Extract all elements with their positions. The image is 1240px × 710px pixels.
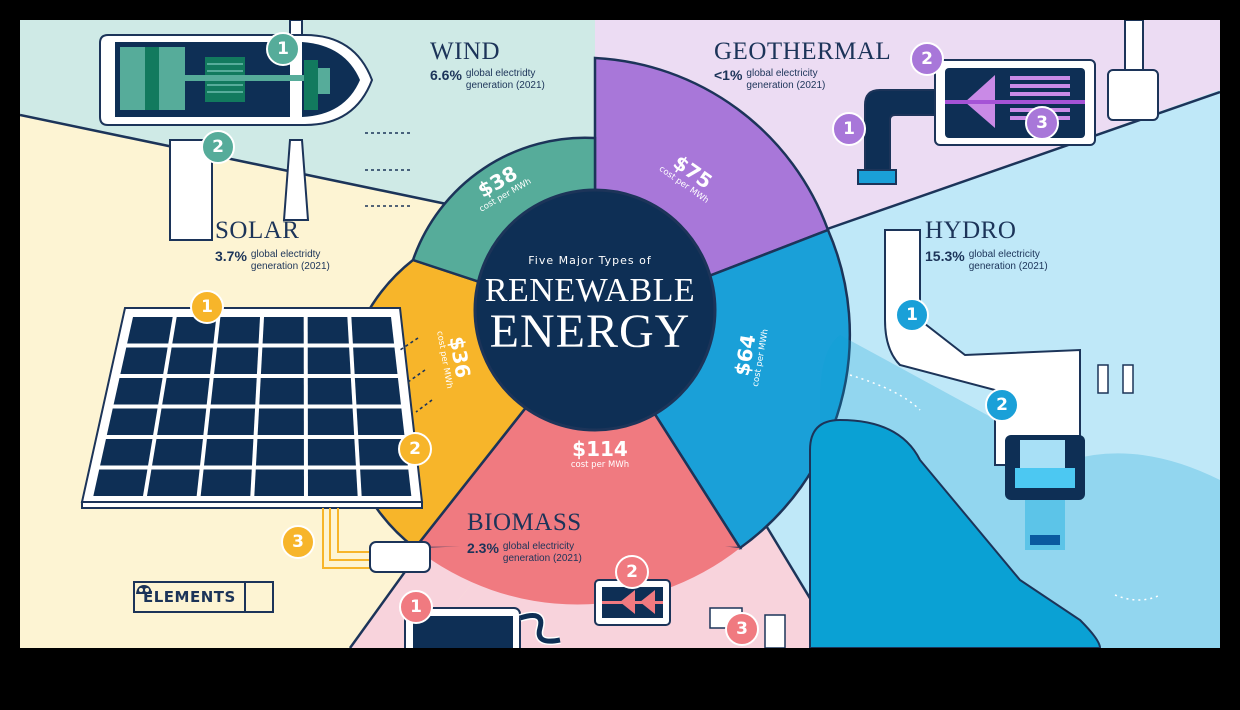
- solar-cell: [162, 378, 210, 405]
- wind-share-desc-2: generation (2021): [465, 80, 545, 91]
- biomass-plant-illustration: [404, 579, 786, 648]
- solar-cell: [260, 347, 304, 374]
- center-disc: [473, 188, 717, 432]
- solar-cell: [100, 439, 153, 466]
- hydro-dam-illustration: [809, 229, 1220, 648]
- solar-cell: [353, 347, 398, 374]
- hydro-step-2-badge: 2: [985, 388, 1019, 422]
- hydro-title: HYDRO: [925, 217, 1017, 244]
- geothermal-share: <1%: [714, 67, 743, 83]
- solar-cell: [307, 439, 356, 466]
- solar-cell: [262, 317, 304, 344]
- hydro-share-desc-2: generation (2021): [968, 261, 1048, 272]
- biomass-step-2-badge: 2: [615, 555, 649, 589]
- solar-share: 3.7%: [215, 248, 247, 264]
- wind-share: 6.6%: [430, 67, 462, 83]
- solar-cell: [210, 378, 257, 405]
- solar-cell: [207, 408, 256, 435]
- biomass-title: BIOMASS: [467, 509, 582, 536]
- solar-cell: [257, 408, 304, 435]
- solar-cell: [307, 347, 351, 374]
- wind-step-1-badge: 1: [266, 32, 300, 66]
- solar-cells: [93, 317, 412, 496]
- solar-cell: [307, 469, 358, 496]
- center-subtitle: Five Major Types of: [528, 254, 652, 267]
- solar-cell: [146, 469, 200, 496]
- solar-cell: [152, 439, 203, 466]
- solar-share-desc-2: generation (2021): [250, 261, 330, 272]
- hydro-step-1-badge: 1: [895, 298, 929, 332]
- solar-share-desc-1: global electridty: [250, 249, 321, 260]
- wind-turbine-illustration: [99, 20, 374, 241]
- solar-cell: [167, 347, 213, 374]
- hydro-share-desc-1: global electricity: [968, 249, 1040, 260]
- wind-share-desc-1: global electridty: [465, 68, 536, 79]
- solar-cell: [307, 317, 349, 344]
- geothermal-share-desc-2: generation (2021): [746, 80, 826, 91]
- biomass-cost-value: $114: [572, 437, 628, 461]
- geothermal-step-2-badge: 2: [910, 42, 944, 76]
- biomass-step-3-badge: 3: [725, 612, 759, 646]
- solar-cell: [214, 347, 259, 374]
- solar-cell: [354, 378, 401, 405]
- wind-title: WIND: [430, 38, 501, 65]
- solar-cell: [200, 469, 252, 496]
- solar-step-2-badge: 2: [398, 432, 432, 466]
- solar-cell: [204, 439, 254, 466]
- solar-cell: [358, 439, 408, 466]
- geothermal-share-desc-1: global electricity: [746, 68, 818, 79]
- wind-step-2-badge: 2: [201, 130, 235, 164]
- solar-title: SOLAR: [215, 217, 300, 244]
- logo-text: ELEMENTS: [143, 588, 236, 606]
- solar-panel-illustration: [80, 307, 433, 573]
- solar-cell: [217, 317, 261, 344]
- solar-cell: [106, 408, 158, 435]
- solar-cell: [120, 347, 168, 374]
- solar-cell: [127, 317, 173, 344]
- solar-cell: [254, 469, 304, 496]
- solar-cell: [360, 469, 412, 496]
- solar-cell: [255, 439, 304, 466]
- solar-cell: [93, 469, 148, 496]
- infographic-artwork: [20, 20, 1220, 648]
- elements-logo: ELEMENTS: [133, 581, 274, 613]
- solar-cell: [356, 408, 405, 435]
- solar-cell: [307, 408, 355, 435]
- solar-cell: [307, 378, 353, 405]
- solar-step-1-badge: 1: [190, 290, 224, 324]
- solar-cell: [259, 378, 304, 405]
- geothermal-title: GEOTHERMAL: [714, 38, 892, 65]
- center-title-line1: RENEWABLE: [484, 272, 696, 309]
- biomass-share: 2.3%: [467, 540, 499, 556]
- solar-cell: [351, 317, 395, 344]
- biomass-cost: $114 cost per MWh: [550, 438, 650, 470]
- biomass-cost-unit: cost per MWh: [570, 460, 630, 470]
- geothermal-step-3-badge: 3: [1025, 106, 1059, 140]
- solar-step-3-badge: 3: [281, 525, 315, 559]
- biomass-share-desc-2: generation (2021): [502, 553, 582, 564]
- geothermal-step-1-badge: 1: [832, 112, 866, 146]
- center-title-line2: ENERGY: [489, 305, 691, 358]
- solar-cell: [157, 408, 207, 435]
- logo-mark-icon: [136, 583, 272, 611]
- biomass-step-1-badge: 1: [399, 590, 433, 624]
- hydro-share: 15.3%: [925, 248, 965, 264]
- solar-cell: [113, 378, 163, 405]
- biomass-share-desc-1: global electricity: [502, 541, 575, 552]
